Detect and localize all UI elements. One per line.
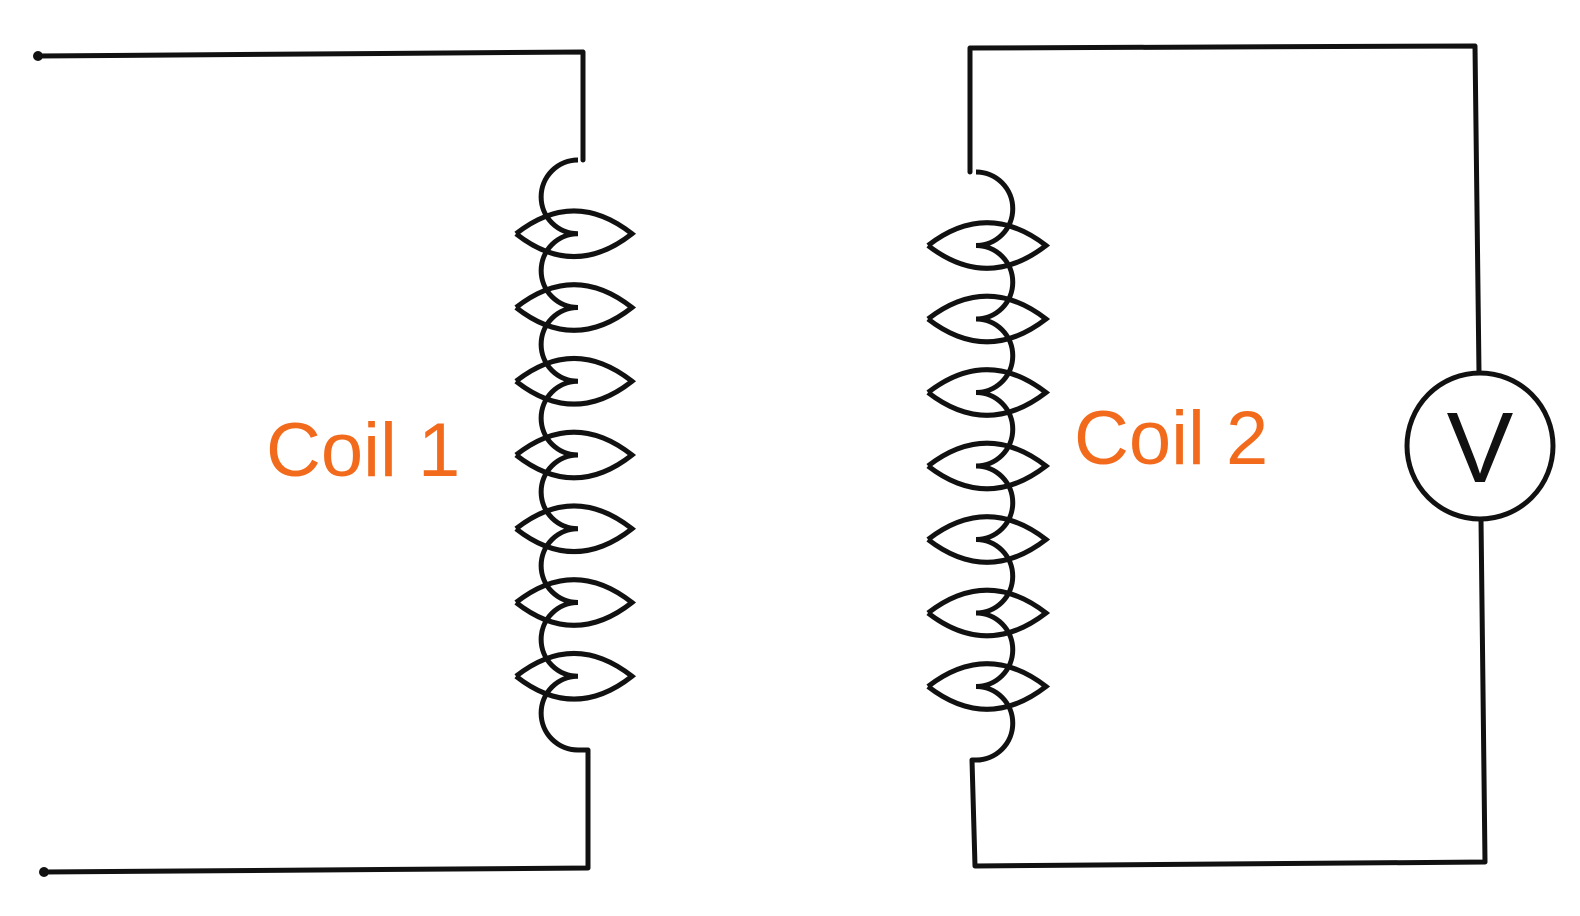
voltmeter-label: V (1447, 392, 1514, 504)
coil-turn (926, 367, 1051, 418)
coil-2-label: Coil 2 (1074, 396, 1268, 481)
coil-2 (926, 169, 1051, 763)
coil-turn (926, 587, 1051, 639)
coil-turn (926, 220, 1051, 271)
coil-outer-winding (975, 169, 1016, 763)
secondary-circuit: Coil 2 V (926, 43, 1556, 869)
primary-circuit: Coil 1 (33, 49, 637, 877)
coil-turn (926, 293, 1051, 345)
primary-bottom-wire (41, 747, 591, 875)
coil-turn (926, 514, 1051, 565)
coil-turn (514, 650, 637, 702)
secondary-top-wire (967, 43, 1482, 376)
coil-outer-winding (538, 157, 579, 753)
coil-turn (514, 503, 637, 555)
coil-turn (514, 282, 637, 333)
coil-1 (514, 157, 637, 753)
terminal-bottom (39, 867, 49, 877)
voltmeter-circle (1404, 370, 1556, 522)
coil-1-label: Coil 1 (266, 408, 460, 493)
coil-turn (926, 661, 1051, 712)
terminal-top (33, 51, 43, 61)
coil-turn (514, 429, 637, 481)
coil-turn (514, 355, 637, 407)
voltmeter: V (1404, 370, 1556, 522)
secondary-bottom-wire (969, 516, 1488, 869)
coil-turn (514, 208, 637, 260)
primary-top-wire (35, 49, 586, 163)
coil-turn (514, 577, 637, 628)
coil-turn (926, 440, 1051, 492)
